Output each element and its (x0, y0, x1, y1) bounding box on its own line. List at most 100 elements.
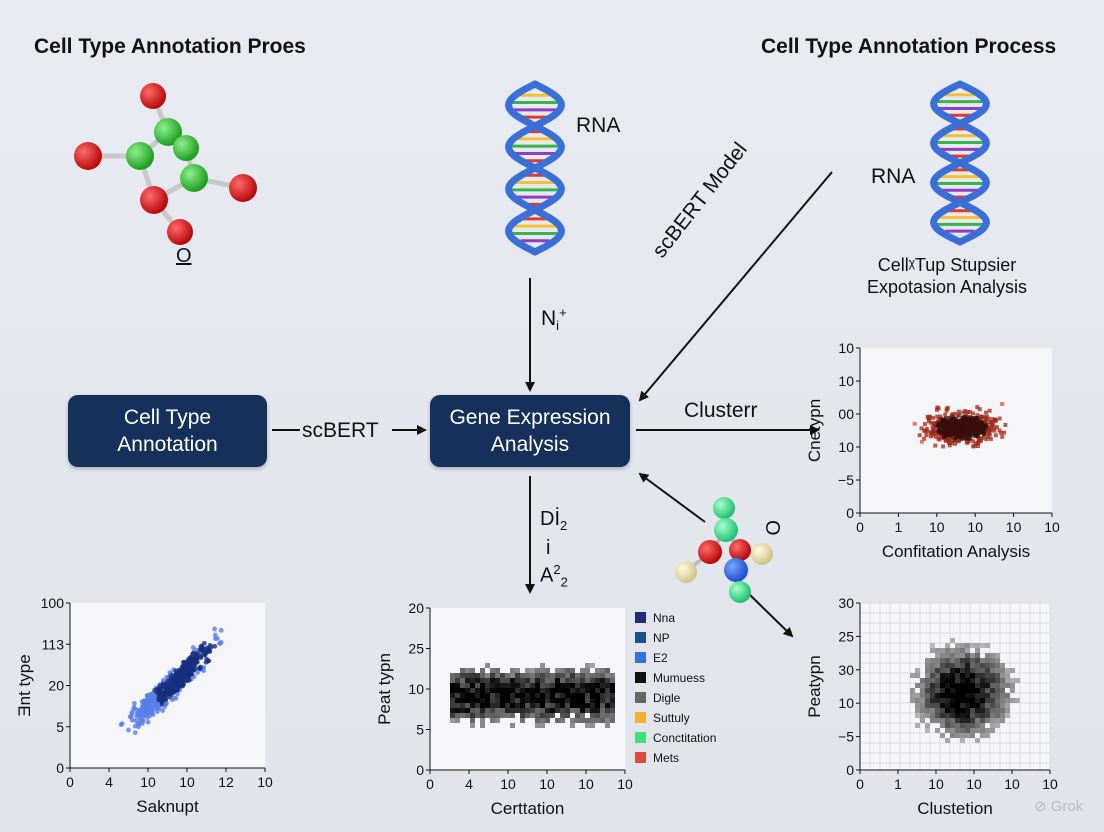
heat-cell (520, 698, 525, 703)
data-point (973, 430, 978, 435)
data-point (938, 414, 943, 419)
heat-cell (1000, 698, 1005, 703)
data-point (183, 676, 188, 681)
heat-cell (1000, 718, 1005, 723)
edge-label-di-line3: A (540, 564, 554, 587)
heat-cell (975, 708, 980, 713)
heat-cell (605, 708, 610, 713)
data-point (212, 632, 218, 638)
heat-cell (540, 688, 545, 693)
data-point (956, 427, 961, 432)
data-point (156, 697, 162, 703)
heat-cell (545, 688, 550, 693)
heat-cell (515, 703, 520, 708)
heat-cell (980, 688, 985, 693)
heat-cell (520, 683, 525, 688)
data-point (963, 419, 968, 424)
edge-label-di-sub3: 2 (560, 574, 568, 590)
oxygen-atom (74, 142, 102, 170)
heat-cell (995, 668, 1000, 673)
heat-cell (945, 723, 950, 728)
heat-cell (575, 688, 580, 693)
heat-cell (985, 693, 990, 698)
heat-cell (455, 683, 460, 688)
heat-cell (585, 708, 590, 713)
data-point (961, 415, 966, 420)
atom (729, 581, 751, 603)
data-point (943, 412, 948, 417)
heat-cell (465, 708, 470, 713)
oxygen-atom (140, 83, 166, 109)
heat-cell (550, 673, 555, 678)
cell-type-annotation-box[interactable]: Cell Type Annotation (68, 395, 267, 467)
heat-cell (455, 708, 460, 713)
data-point (970, 421, 975, 426)
heat-cell (450, 698, 455, 703)
heat-cell (595, 668, 600, 673)
data-point (944, 429, 949, 434)
heat-cell (525, 713, 530, 718)
heat-cell (595, 693, 600, 698)
heat-cell (510, 673, 515, 678)
heat-cell (495, 693, 500, 698)
heat-cell (510, 668, 515, 673)
heat-cell (500, 708, 505, 713)
edge-label-di-line2: i (546, 537, 551, 559)
heat-cell (490, 703, 495, 708)
heat-cell (475, 688, 480, 693)
heat-cell (540, 668, 545, 673)
data-point (212, 626, 218, 632)
heat-cell (915, 708, 920, 713)
heat-cell (965, 648, 970, 653)
molecule-middle (675, 497, 773, 603)
heat-cell (990, 683, 995, 688)
heat-cell (935, 703, 940, 708)
y-tick-label: 0 (846, 762, 854, 778)
title-left: Cell Type Annotation Proes (34, 35, 306, 58)
heat-cell (565, 713, 570, 718)
heat-cell (930, 708, 935, 713)
heat-cell (610, 703, 615, 708)
data-point (961, 410, 966, 415)
data-point (939, 431, 944, 436)
heat-cell (970, 728, 975, 733)
heat-cell (915, 693, 920, 698)
heat-cell (535, 693, 540, 698)
data-point (987, 430, 992, 435)
data-point (927, 414, 932, 419)
heat-cell (990, 678, 995, 683)
heat-cell (590, 713, 595, 718)
heat-cell (610, 688, 615, 693)
heat-cell (970, 668, 975, 673)
heat-cell (590, 673, 595, 678)
data-point (981, 424, 986, 429)
data-point (175, 673, 181, 679)
y-tick-label: 10 (408, 681, 424, 697)
heat-cell (515, 683, 520, 688)
heat-cell (985, 733, 990, 738)
heat-cell (940, 678, 945, 683)
heat-cell (570, 683, 575, 688)
data-point (949, 422, 954, 427)
data-point (965, 419, 970, 424)
heat-cell (485, 703, 490, 708)
heat-cell (935, 653, 940, 658)
data-point (986, 435, 991, 440)
heat-cell (970, 663, 975, 668)
heat-cell (955, 668, 960, 673)
heat-cell (520, 673, 525, 678)
heat-cell (470, 708, 475, 713)
heat-cell (570, 708, 575, 713)
gene-expression-analysis-box[interactable]: Gene Expression Analysis (430, 395, 630, 467)
heat-cell (525, 688, 530, 693)
heat-cell (990, 698, 995, 703)
heat-cell (945, 663, 950, 668)
heat-cell (515, 678, 520, 683)
heat-cell (955, 728, 960, 733)
heat-cell (985, 703, 990, 708)
heat-cell (455, 688, 460, 693)
data-point (974, 427, 979, 432)
heat-cell (1000, 673, 1005, 678)
heat-cell (585, 703, 590, 708)
